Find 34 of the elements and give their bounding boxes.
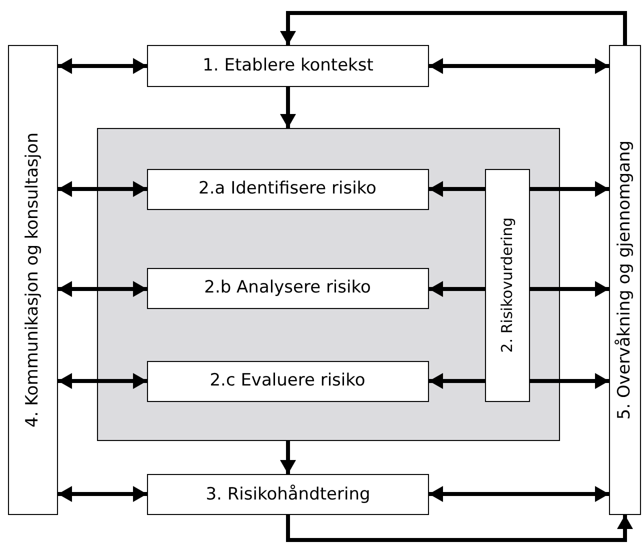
- group-box: [97, 128, 560, 441]
- arrow: [429, 373, 485, 389]
- box-label: 5. Overvåkning og gjennomgang: [616, 140, 634, 420]
- process-box: [146, 360, 428, 402]
- box-label: 4. Kommunikasjon og konsultasjon: [24, 132, 42, 428]
- process-box: [146, 268, 428, 308]
- process-box: [609, 45, 641, 515]
- arrow: [280, 441, 296, 474]
- arrow: [280, 87, 296, 128]
- process-box: [147, 45, 429, 87]
- arrow: [286, 515, 633, 542]
- box-label: 2.c Evaluere risiko: [210, 372, 366, 390]
- box-label: 3. Risikohåndtering: [206, 485, 370, 504]
- arrow: [429, 58, 609, 74]
- box-label: 2.b Analysere risiko: [204, 278, 371, 298]
- arrow: [530, 181, 609, 197]
- arrow: [58, 281, 147, 297]
- box-label: 1. Etablere kontekst: [202, 56, 374, 76]
- arrow: [429, 281, 485, 297]
- arrow: [530, 281, 609, 297]
- process-box: [147, 474, 429, 515]
- arrow: [429, 181, 485, 197]
- arrow: [58, 486, 147, 502]
- arrow: [58, 181, 147, 197]
- box-label: 2.a Identifisere risiko: [198, 180, 376, 198]
- arrow: [530, 373, 609, 389]
- arrow: [58, 58, 147, 74]
- box-label: 2. Risikovurdering: [498, 217, 516, 353]
- process-box: [146, 168, 428, 210]
- process-box: [8, 45, 58, 515]
- arrow: [58, 373, 147, 389]
- arrow: [429, 486, 609, 502]
- process-box: [484, 168, 530, 402]
- arrow: [280, 11, 627, 45]
